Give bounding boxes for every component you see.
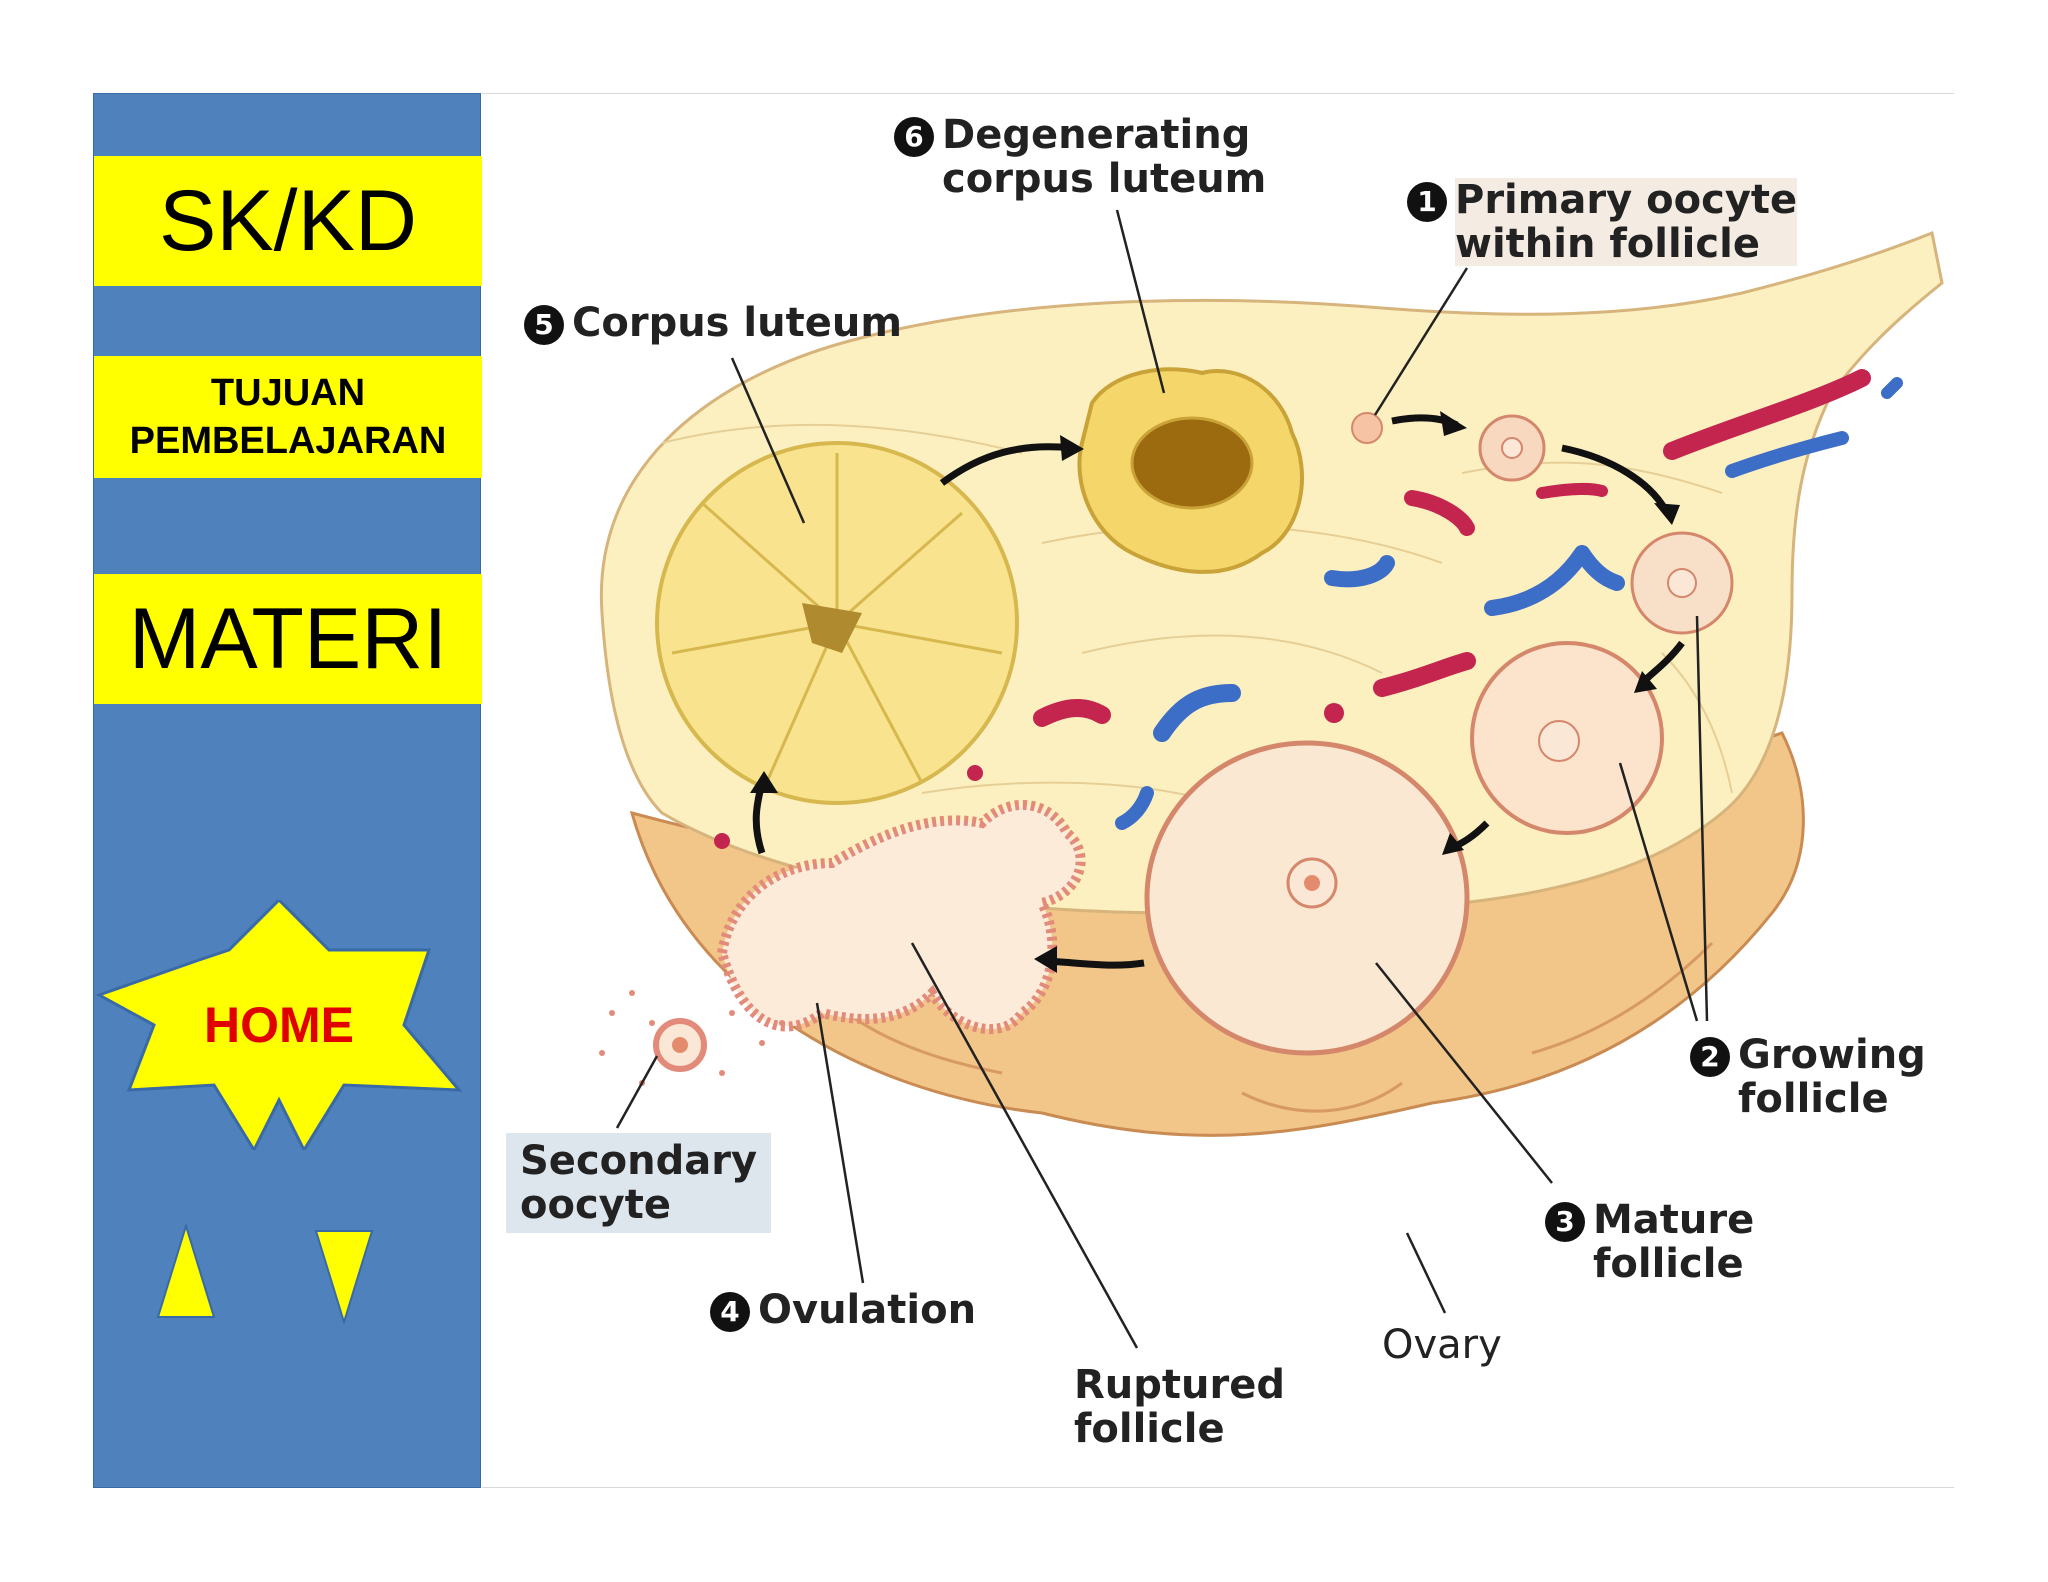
step-1-marker: 1: [1407, 182, 1447, 222]
label-secondary-oocyte: Secondary oocyte: [506, 1133, 772, 1233]
step-2-marker: 2: [1690, 1037, 1730, 1077]
next-arrow-icon[interactable]: [314, 1229, 374, 1324]
step-3-text: Mature follicle: [1593, 1197, 1755, 1287]
sidebar: SK/KD TUJUAN PEMBELAJARAN MATERI HOME: [93, 93, 482, 1488]
step-3-marker: 3: [1545, 1202, 1585, 1242]
step-2-text: Growing follicle: [1738, 1032, 1926, 1122]
nav-skkd-button[interactable]: SK/KD: [94, 156, 482, 286]
label-ruptured-follicle: Ruptured follicle: [1074, 1362, 1285, 1452]
top-rule: [482, 93, 1954, 94]
step-4-text: Ovulation: [758, 1287, 977, 1333]
previous-arrow-icon[interactable]: [156, 1224, 216, 1319]
step-4-marker: 4: [710, 1292, 750, 1332]
nav-tujuan-button[interactable]: TUJUAN PEMBELAJARAN: [94, 356, 482, 478]
step-6-text: Degenerating corpus luteum: [942, 112, 1267, 202]
step-1-text: Primary oocyte within follicle: [1455, 177, 1798, 267]
nav-materi-button[interactable]: MATERI: [94, 574, 482, 704]
label-ovary: Ovary: [1382, 1322, 1502, 1368]
step-5-text: Corpus luteum: [572, 300, 902, 346]
home-button[interactable]: HOME: [94, 900, 482, 1150]
ovary-illustration: [599, 209, 1944, 1349]
star-icon: [95, 900, 463, 1150]
step-6-marker: 6: [894, 117, 934, 157]
home-label: HOME: [204, 997, 354, 1053]
bottom-rule: [482, 1487, 1954, 1488]
step-5-marker: 5: [524, 305, 564, 345]
